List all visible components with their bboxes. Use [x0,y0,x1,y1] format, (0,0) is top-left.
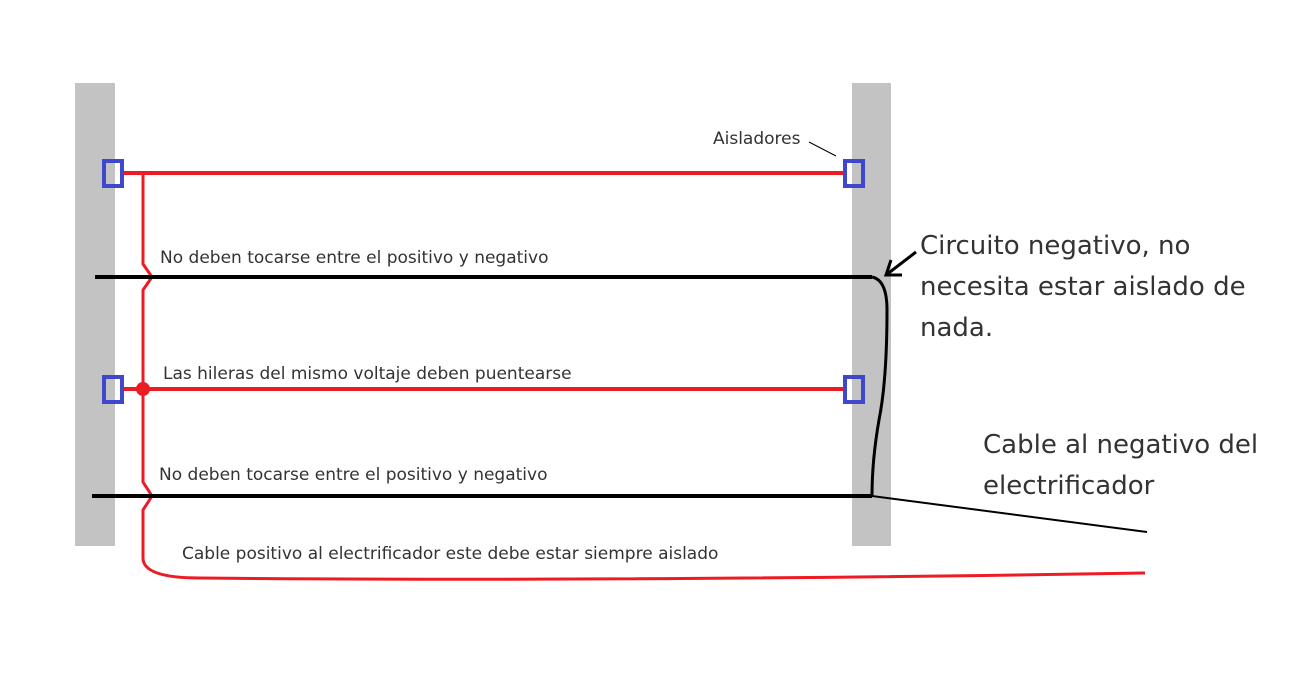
insulators-leader-line [808,141,837,157]
negative-cable [871,495,1148,533]
negative-circuit-label: Circuito negativo, no necesita estar ais… [920,231,1246,343]
positive-cable-label: Cable positivo al electrificador este de… [182,544,719,564]
no-touch-label-1: No deben tocarse entre el positivo y neg… [160,248,549,268]
arrow-icon [883,250,917,277]
no-touch-label-2: No deben tocarse entre el positivo y neg… [159,465,548,485]
insulators-label: Aisladores [713,129,801,149]
positive-bridge-wire [141,173,1146,581]
left-post [75,83,115,546]
negative-bridge-wire [870,275,889,497]
insulator-icon [843,375,865,404]
insulator-icon [843,159,865,188]
bridge-label: Las hileras del mismo voltaje deben puen… [163,364,572,384]
negative-cable-label: Cable al negativo del electrificador [983,430,1259,501]
insulator-icon [102,159,124,188]
insulator-icon [102,375,124,404]
bridge-junction [136,382,150,396]
